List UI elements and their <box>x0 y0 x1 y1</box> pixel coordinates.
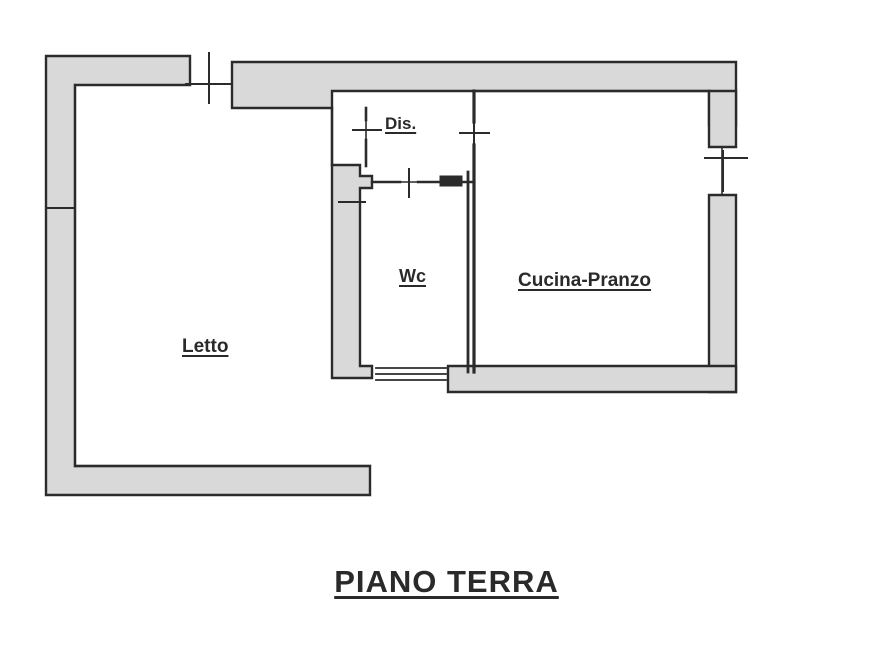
door-dis-cucina-marker <box>459 120 490 148</box>
wall-right-upper <box>707 89 738 149</box>
room-label-wc: Wc <box>399 266 426 286</box>
wall-top-band <box>230 60 738 127</box>
room-label-dis: Dis. <box>385 114 417 133</box>
wall-shapes <box>44 54 738 497</box>
room-label-cucina: Cucina-Pranzo <box>518 270 652 291</box>
jamb-wc-door <box>439 175 463 187</box>
window-right-marker <box>704 150 748 192</box>
wall-wc-left <box>330 163 374 380</box>
wall-cucina-bottom <box>446 364 738 394</box>
wall-letto-outer <box>44 54 372 497</box>
opening-markers <box>46 52 748 209</box>
wall-right-lower <box>707 193 738 394</box>
room-label-letto: Letto <box>182 336 229 357</box>
plan-title: PIANO TERRA <box>334 564 559 599</box>
window-top-left-marker <box>185 52 233 104</box>
thin-partitions <box>73 83 711 468</box>
